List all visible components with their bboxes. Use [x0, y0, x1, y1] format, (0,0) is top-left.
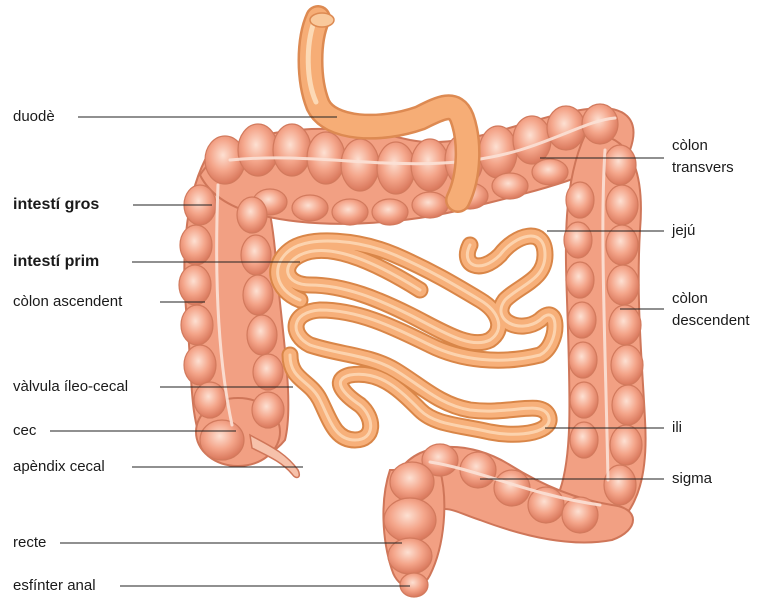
label-small-intestine: intestí prim	[13, 253, 99, 271]
small-intestine	[278, 236, 555, 440]
label-duodenum: duodè	[13, 108, 55, 126]
label-anal-sphincter: esfínter anal	[13, 577, 96, 595]
label-cecum: cec	[13, 422, 36, 440]
label-rectum: recte	[13, 534, 46, 552]
label-ascending-colon: còlon ascendent	[13, 293, 122, 311]
label-descending-colon-line2: descendent	[672, 312, 750, 330]
label-transverse-colon-line2: transvers	[672, 159, 734, 177]
label-appendix: apèndix cecal	[13, 458, 105, 476]
label-descending-colon-line1: còlon	[672, 290, 708, 308]
large-intestine	[179, 104, 646, 597]
label-jejunum: jejú	[672, 222, 695, 240]
label-ileum: ili	[672, 419, 682, 437]
label-large-intestine: intestí gros	[13, 196, 99, 214]
label-ileocecal-valve: vàlvula íleo-cecal	[13, 378, 128, 396]
label-transverse-colon-line1: còlon	[672, 137, 708, 155]
label-sigmoid: sigma	[672, 470, 712, 488]
